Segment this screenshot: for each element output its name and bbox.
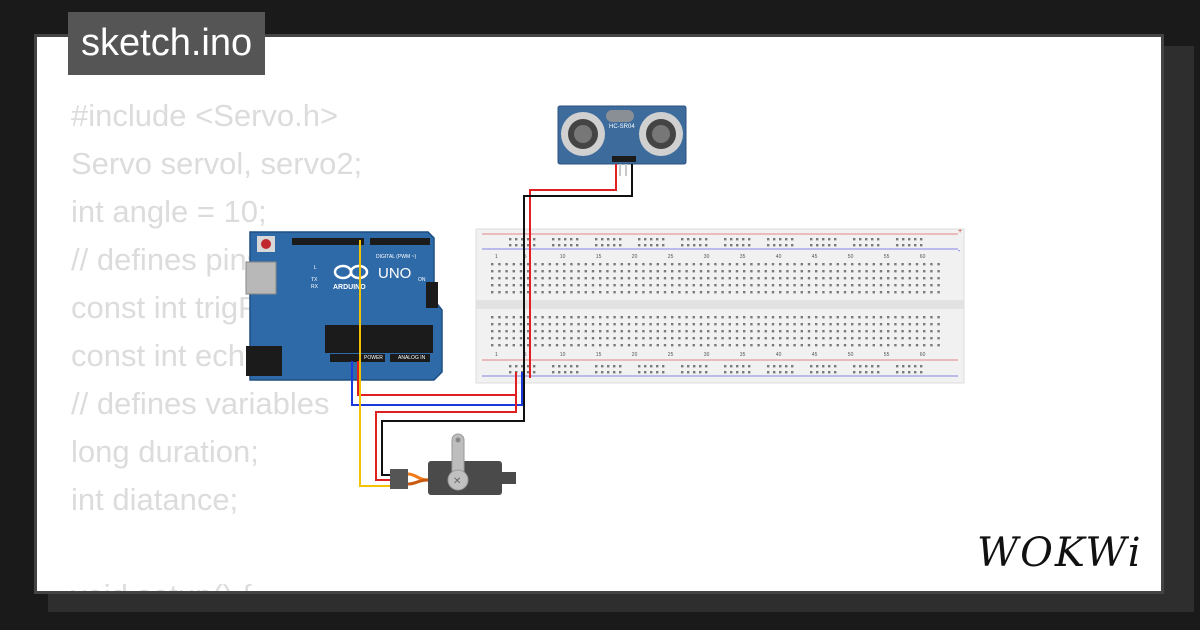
hc-sr04-sensor[interactable]: HC-SR04 xyxy=(557,105,687,165)
code-line: Servo servol, servo2; xyxy=(71,146,363,181)
breadboard-column-number: 30 xyxy=(704,352,710,358)
code-line: int angle = 10; xyxy=(71,194,267,229)
sensor-label: HC-SR04 xyxy=(609,124,635,130)
breadboard-column-numbers: 1155101015152020252530303535404045455050… xyxy=(495,254,926,358)
breadboard-column-number: 10 xyxy=(560,352,566,358)
wokwi-logo: WOKWi xyxy=(977,530,1143,576)
servo-shaft xyxy=(447,469,469,491)
breadboard-column-number: 35 xyxy=(740,352,746,358)
on-led-label: ON xyxy=(418,277,426,283)
servo-gnd-wire xyxy=(381,372,525,476)
breadboard-column-number: 5 xyxy=(524,352,527,358)
breadboard-column-number: 45 xyxy=(812,254,818,260)
svg-text:WOKWi: WOKWi xyxy=(977,530,1143,576)
power-header-label: POWER xyxy=(364,355,383,361)
led-l-label: L xyxy=(314,265,317,271)
wires xyxy=(351,164,633,487)
breadboard-column-number: 45 xyxy=(812,352,818,358)
power-jack xyxy=(246,346,282,376)
breadboard[interactable]: + - 115510101515202025253030353540404545… xyxy=(475,228,965,384)
breadboard-column-number: 10 xyxy=(560,254,566,260)
breadboard-column-number: 15 xyxy=(596,254,602,260)
sketch-title-tab[interactable]: sketch.ino xyxy=(68,12,266,75)
breadboard-column-number: 60 xyxy=(920,254,926,260)
breadboard-column-number: 55 xyxy=(884,254,890,260)
board-gnd-wire xyxy=(351,361,523,406)
breadboard-column-number: 40 xyxy=(776,352,782,358)
breadboard-column-number: 1 xyxy=(495,254,498,260)
servo-vcc-wire xyxy=(375,372,517,481)
power-header xyxy=(330,354,385,362)
sensor-vcc-wire xyxy=(529,164,617,378)
digital-header-left xyxy=(292,238,364,245)
servo-connector xyxy=(390,469,408,489)
breadboard-holes xyxy=(491,238,940,374)
led-rx-label: RX xyxy=(311,284,319,290)
servo-mount-tab xyxy=(500,472,516,484)
uno-label: UNO xyxy=(378,265,411,282)
breadboard-column-number: 30 xyxy=(704,254,710,260)
rail-minus-label: - xyxy=(958,248,961,255)
digital-header-label: DIGITAL (PWM ~) xyxy=(376,254,416,260)
servo-signal-wire xyxy=(359,240,394,487)
sketch-filename: sketch.ino xyxy=(81,22,253,64)
code-line: // defines variables xyxy=(71,386,330,421)
arduino-uno-board[interactable]: UNO ARDUINO DIGITAL (PWM ~) POWER ANALOG… xyxy=(245,231,443,381)
sensor-pin-header xyxy=(612,156,636,162)
analog-header-label: ANALOG IN xyxy=(398,355,426,361)
usb-port xyxy=(245,261,277,295)
breadboard-column-number: 40 xyxy=(776,254,782,260)
servo-motor[interactable]: ✕ xyxy=(390,433,516,495)
code-line: #include <Servo.h> xyxy=(71,98,339,133)
sensor-gnd-wire xyxy=(523,164,633,378)
breadboard-center-gap xyxy=(476,300,964,309)
icsp-header xyxy=(426,282,438,308)
breadboard-column-number: 15 xyxy=(596,352,602,358)
breadboard-column-number: 5 xyxy=(524,254,527,260)
breadboard-column-number: 55 xyxy=(884,352,890,358)
sensor-crystal xyxy=(606,110,634,122)
led-tx-label: TX xyxy=(311,277,318,283)
breadboard-column-number: 20 xyxy=(632,254,638,260)
digital-header-right xyxy=(370,238,430,245)
analog-header xyxy=(390,354,430,362)
breadboard-column-number: 60 xyxy=(920,352,926,358)
code-background: #include <Servo.h> Servo servol, servo2; i… xyxy=(71,92,392,591)
rail-plus-label: + xyxy=(958,228,962,235)
arduino-brand-label: ARDUINO xyxy=(333,284,366,291)
breadboard-column-number: 20 xyxy=(632,352,638,358)
breadboard-column-number: 25 xyxy=(668,352,674,358)
code-line: int diatance; xyxy=(71,482,239,517)
code-line: long duration; xyxy=(71,434,259,469)
breadboard-column-number: 50 xyxy=(848,352,854,358)
breadboard-column-number: 1 xyxy=(495,352,498,358)
breadboard-column-number: 50 xyxy=(848,254,854,260)
breadboard-column-number: 35 xyxy=(740,254,746,260)
code-line: void setup() { xyxy=(71,572,392,591)
atmega-chip xyxy=(325,325,433,353)
svg-text:✕: ✕ xyxy=(453,476,461,487)
reset-button-cap xyxy=(261,239,271,249)
breadboard-column-number: 25 xyxy=(668,254,674,260)
